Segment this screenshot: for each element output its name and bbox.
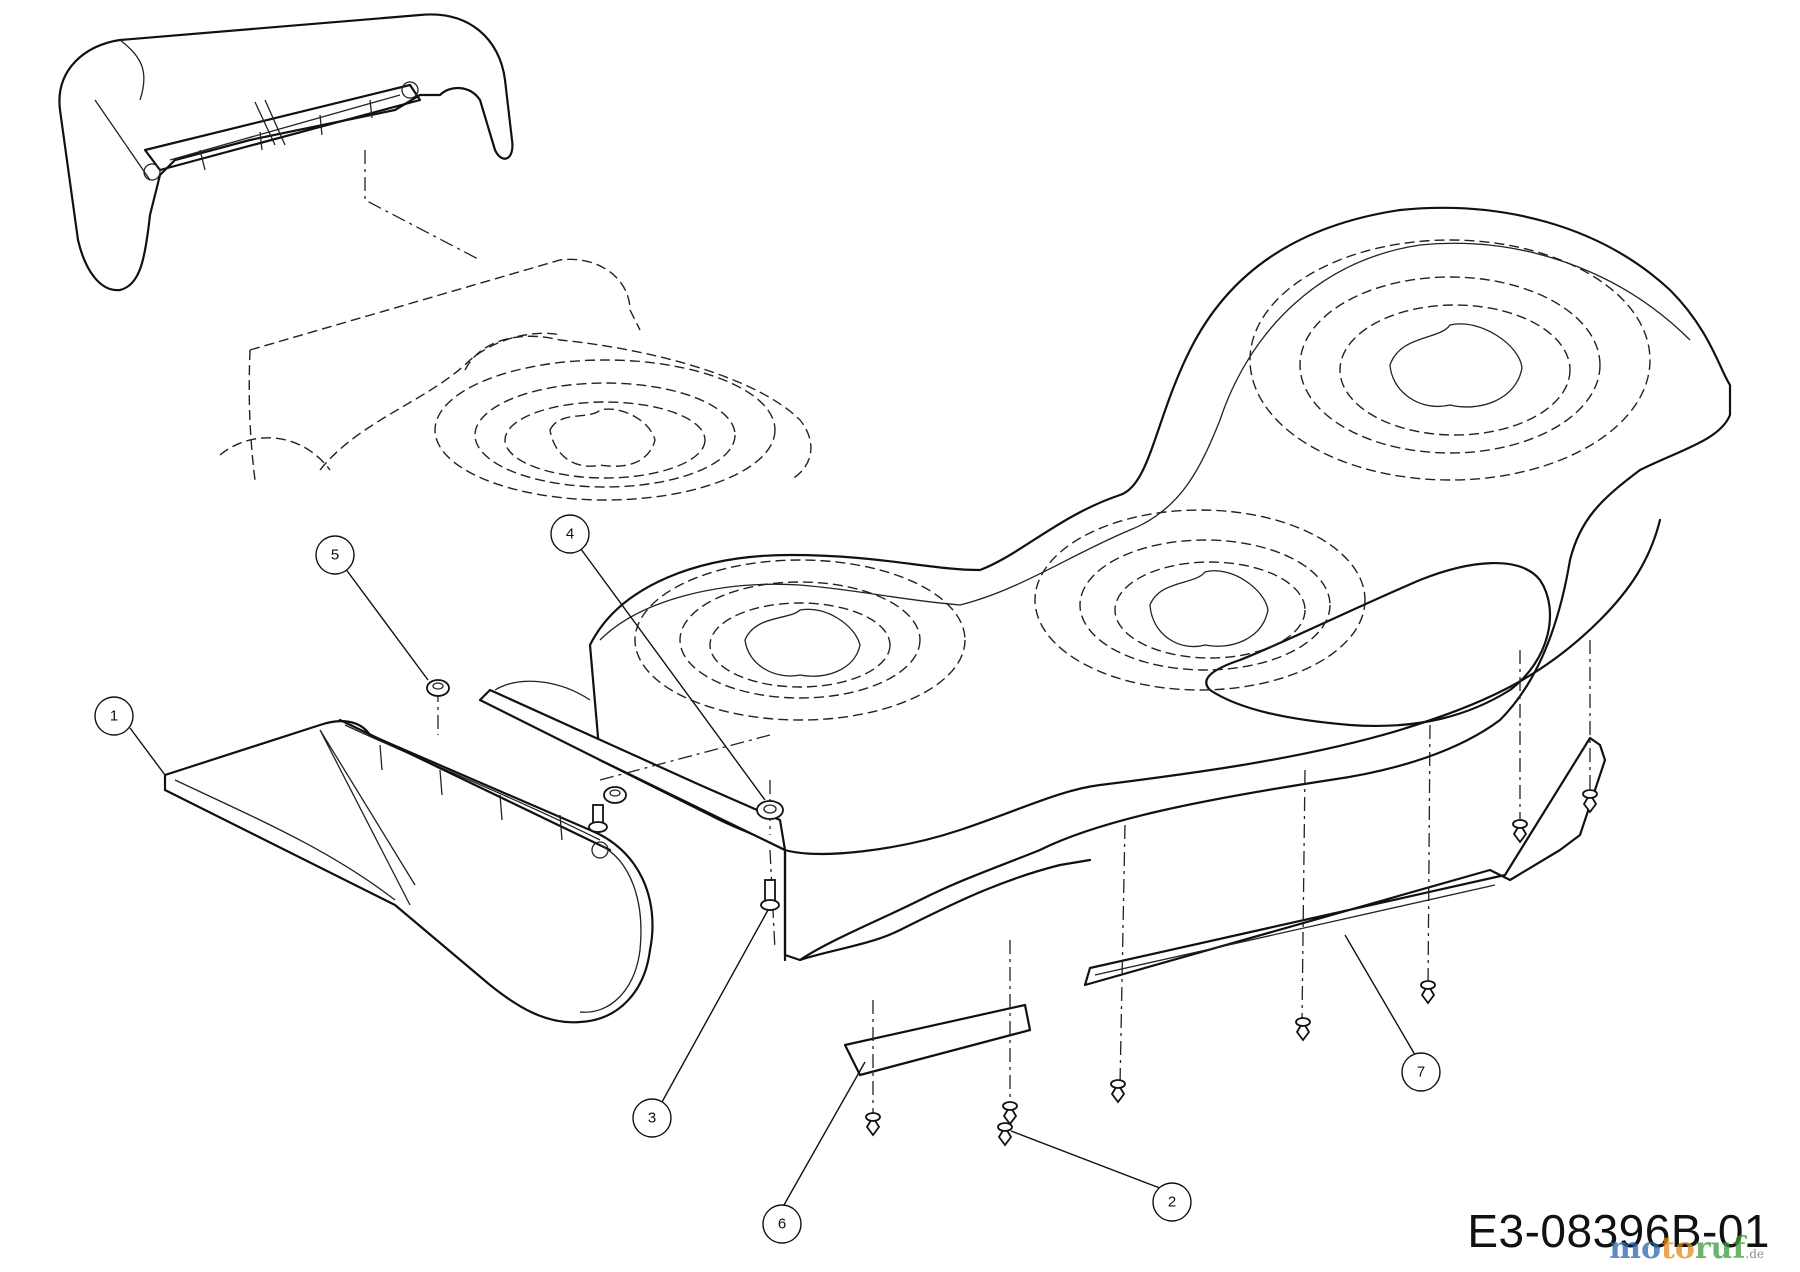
callout-2-label: 2 [1168,1194,1176,1211]
watermark-part1: mo [1609,1231,1661,1266]
alignment-line-deflector [364,150,481,261]
callout-6-label: 6 [778,1216,786,1233]
callout-1-label: 1 [110,708,118,725]
leader-lines [129,544,1419,1213]
callout-2: 2 [1152,1182,1192,1222]
nut [603,786,627,804]
part-1-discharge-chute [163,718,654,1024]
screw [1295,1017,1311,1042]
fastener-alignment-lines [437,640,1591,1125]
bolt [588,804,608,833]
part-2-screw [865,1112,881,1137]
screw [1512,819,1528,844]
deck-detail-ghost [219,258,812,501]
screw [1110,1079,1126,1104]
callout-1: 1 [94,696,134,736]
screw [997,1122,1013,1147]
part-3-bolt [760,879,780,911]
callout-7-label: 7 [1417,1064,1425,1081]
drawing-number: E3-08396B-01 [1467,1205,1770,1257]
screw [1582,789,1598,814]
screw [1420,980,1436,1005]
callout-3-label: 3 [648,1110,656,1127]
callout-5-label: 5 [331,547,339,564]
callout-3: 3 [632,1098,672,1138]
watermark-part3: ruf [1694,1231,1746,1266]
callout-7: 7 [1401,1052,1441,1092]
fasteners [426,679,1598,1147]
screw [1002,1101,1018,1126]
discharge-deflector-detail [58,13,514,292]
callout-4: 4 [550,514,590,554]
part-5-nut [426,679,450,697]
part-6-skirt-plate [843,1003,1032,1077]
callout-5: 5 [315,535,355,575]
watermark-logo: motoruf.de [1609,1231,1764,1266]
mower-deck [478,206,1732,962]
callout-4-label: 4 [566,526,574,543]
watermark-part2: to [1660,1231,1695,1266]
callout-6: 6 [762,1204,802,1244]
part-4-washer [756,800,784,820]
watermark-tld: .de [1745,1247,1764,1261]
